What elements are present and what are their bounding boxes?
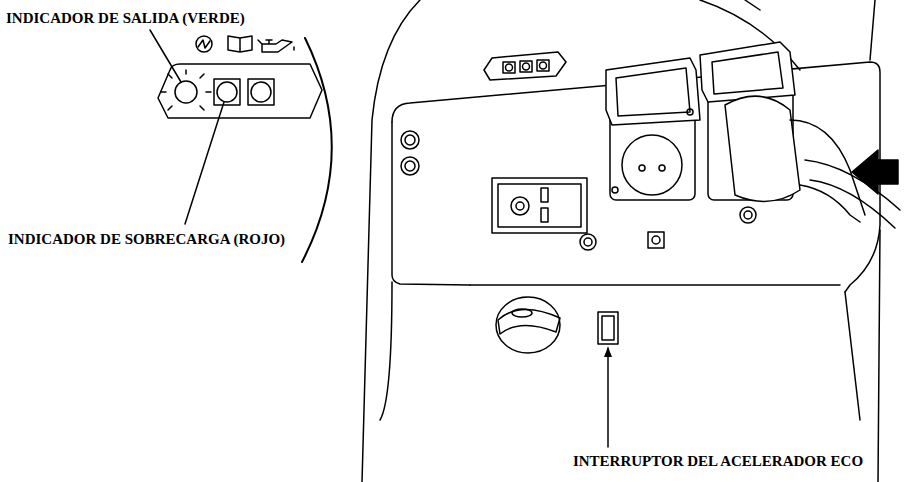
breaker-button <box>580 234 596 250</box>
indicator-panel <box>158 64 322 118</box>
outlet-uk <box>498 184 581 227</box>
outlet-cover <box>616 68 690 116</box>
control-panel <box>470 284 840 286</box>
housing-edge <box>745 0 760 10</box>
housing-edge <box>362 0 420 482</box>
lower-panel <box>845 292 860 420</box>
housing-edge <box>870 0 875 60</box>
screw <box>612 187 618 193</box>
outlet-schuko <box>639 165 645 171</box>
control-panel <box>392 122 470 285</box>
plug <box>725 96 800 201</box>
outlet-cover <box>606 58 700 125</box>
indicator-lamp <box>540 62 547 69</box>
outlet-uk <box>492 178 587 233</box>
insert-arrow <box>852 150 898 194</box>
lamp-rays <box>161 70 211 110</box>
oil-lamp <box>248 79 274 105</box>
indicator-lamp <box>523 63 530 70</box>
output-symbol <box>196 36 212 52</box>
indicator-display <box>484 52 566 80</box>
outlet-schuko <box>622 135 682 195</box>
cable <box>810 180 895 228</box>
terminal <box>405 161 415 171</box>
outlet-uk <box>516 202 524 210</box>
indicator-lamp <box>537 60 549 71</box>
overload-lamp <box>214 79 240 105</box>
eco-switch <box>598 312 618 344</box>
knob <box>512 309 532 317</box>
outlet-cover <box>700 42 795 102</box>
leader-line <box>185 102 224 224</box>
terminal <box>405 135 415 145</box>
outlet-uk <box>541 208 548 222</box>
lower-panel <box>380 282 392 420</box>
outlet-schuko <box>659 165 665 171</box>
ground-terminal <box>648 232 664 248</box>
housing-edge <box>878 230 880 482</box>
indicator-lamp <box>520 61 532 72</box>
output-lamp <box>175 81 197 103</box>
plug-body <box>800 185 860 222</box>
leader-line <box>607 348 609 447</box>
terminal <box>401 131 419 149</box>
breaker-button <box>584 238 592 246</box>
outlet-uk <box>541 188 548 202</box>
plug-body <box>790 120 865 215</box>
manual-symbol <box>228 36 252 52</box>
leader-line <box>150 30 181 82</box>
callout-label: INDICADOR DE SOBRECARGA (ROJO) <box>6 230 287 248</box>
eco-switch <box>602 316 614 340</box>
callout-label: INDICADOR DE SALIDA (VERDE) <box>4 9 247 27</box>
terminal <box>401 157 419 175</box>
overload-lamp <box>217 82 237 102</box>
screw <box>744 211 752 219</box>
indicator-lamp <box>506 64 513 71</box>
oil-lamp <box>251 82 271 102</box>
ground-terminal <box>652 236 660 244</box>
screw <box>687 109 693 115</box>
indicator-lamp <box>503 62 515 73</box>
outlet-cover <box>712 52 783 94</box>
screw <box>740 207 756 223</box>
callout-label: INTERRUPTOR DEL ACELERADOR ECO <box>571 452 865 470</box>
knob <box>498 309 560 334</box>
knob <box>496 297 560 353</box>
outlet-uk <box>511 197 529 215</box>
oil-symbol <box>258 40 294 52</box>
